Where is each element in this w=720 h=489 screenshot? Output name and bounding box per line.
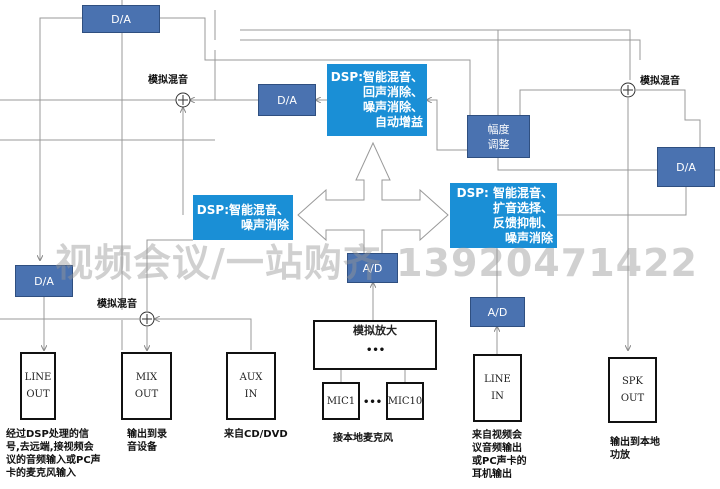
- da-converter-left: D/A: [15, 265, 73, 297]
- mic10-port: MIC10: [386, 382, 424, 420]
- dsp-left-block: DSP:智能混音、 噪声消除: [193, 195, 293, 240]
- mix-label-right: 模拟混音: [640, 76, 680, 87]
- caption-mics: 接本地麦克风: [333, 433, 393, 444]
- dsp-right-block: DSP: 智能混音、 扩音选择、 反馈抑制、 噪声消除: [450, 183, 557, 248]
- mic1-port: MIC1: [322, 382, 360, 420]
- amplifier-dots: •••: [366, 345, 386, 356]
- da-converter-mid: D/A: [258, 84, 316, 116]
- amplitude-adjust-block: 幅度 调整: [467, 115, 530, 158]
- mic-dots: •••: [363, 397, 383, 408]
- line-in-port: LINE IN: [473, 354, 522, 422]
- caption-line-in: 来自视频会 议音频输出 或PC声卡的 耳机输出: [472, 430, 527, 480]
- watermark: 视频会议/一站购齐 13920471422: [55, 241, 698, 285]
- aux-in-port: AUX IN: [226, 352, 276, 420]
- spk-out-port: SPK OUT: [608, 357, 657, 423]
- analog-amplifier-label: 模拟放大: [353, 324, 397, 337]
- analog-amplifier-block: 模拟放大: [313, 320, 437, 370]
- caption-line-out: 经过DSP处理的信 号,去远端,接视频会 议的音频输入或PC声 卡的麦克风输入: [6, 429, 101, 479]
- mix-label-bottom-left: 模拟混音: [97, 299, 137, 310]
- ad-converter-center: A/D: [347, 253, 398, 283]
- da-converter-right: D/A: [657, 147, 715, 187]
- mix-out-port: MIX OUT: [121, 352, 172, 420]
- da-converter-top: D/A: [82, 5, 160, 33]
- caption-aux-in: 来自CD/DVD: [224, 429, 288, 440]
- ad-converter-right: A/D: [470, 297, 525, 327]
- caption-spk-out: 输出到本地 功放: [610, 437, 660, 461]
- mix-label-top-left: 模拟混音: [148, 75, 188, 86]
- dsp-top-block: DSP:智能混音、 回声消除、 噪声消除、 自动增益: [327, 64, 427, 136]
- caption-mix-out: 输出到录 音设备: [127, 429, 167, 453]
- line-out-port: LINE OUT: [20, 352, 56, 420]
